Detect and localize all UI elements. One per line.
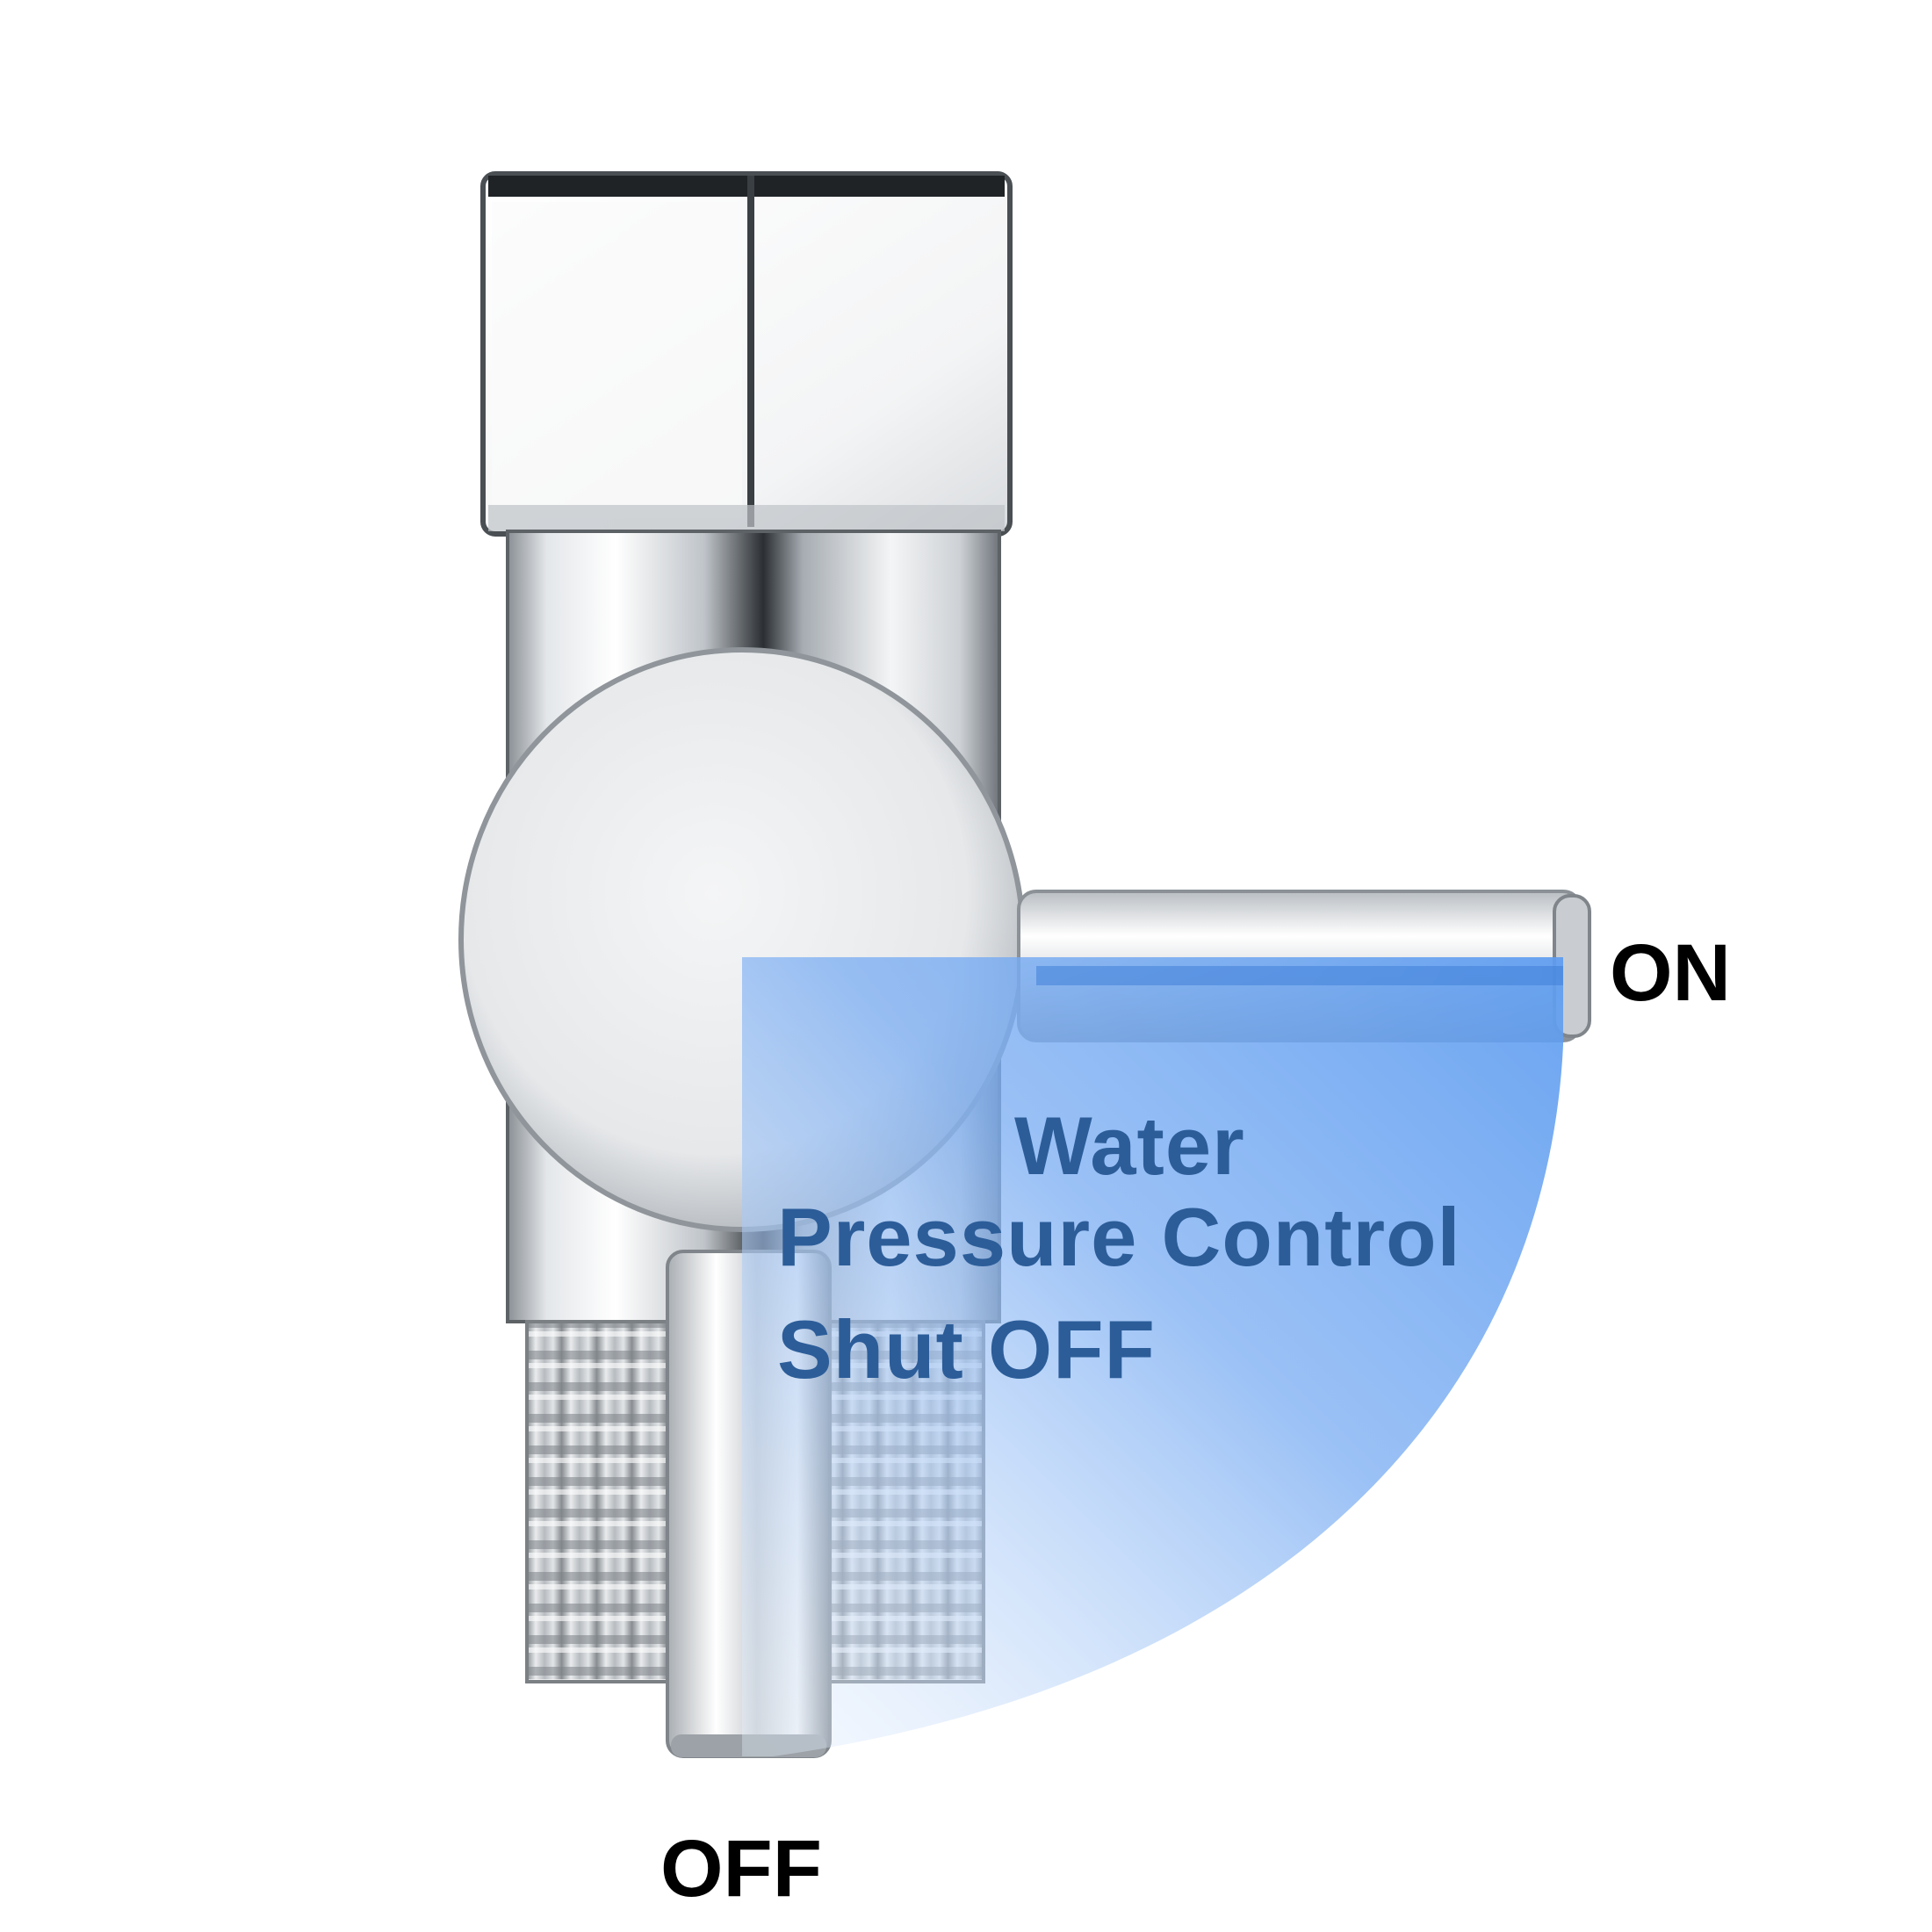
pressure-control-label: Pressure Control (777, 1191, 1461, 1283)
pressure-control-overlay (742, 957, 1563, 1756)
hex-nut (480, 171, 1013, 537)
off-label: OFF (660, 1824, 822, 1914)
on-label: ON (1610, 928, 1731, 1018)
shut-off-label: Shut OFF (777, 1303, 1156, 1395)
water-label: Water (1014, 1099, 1245, 1192)
